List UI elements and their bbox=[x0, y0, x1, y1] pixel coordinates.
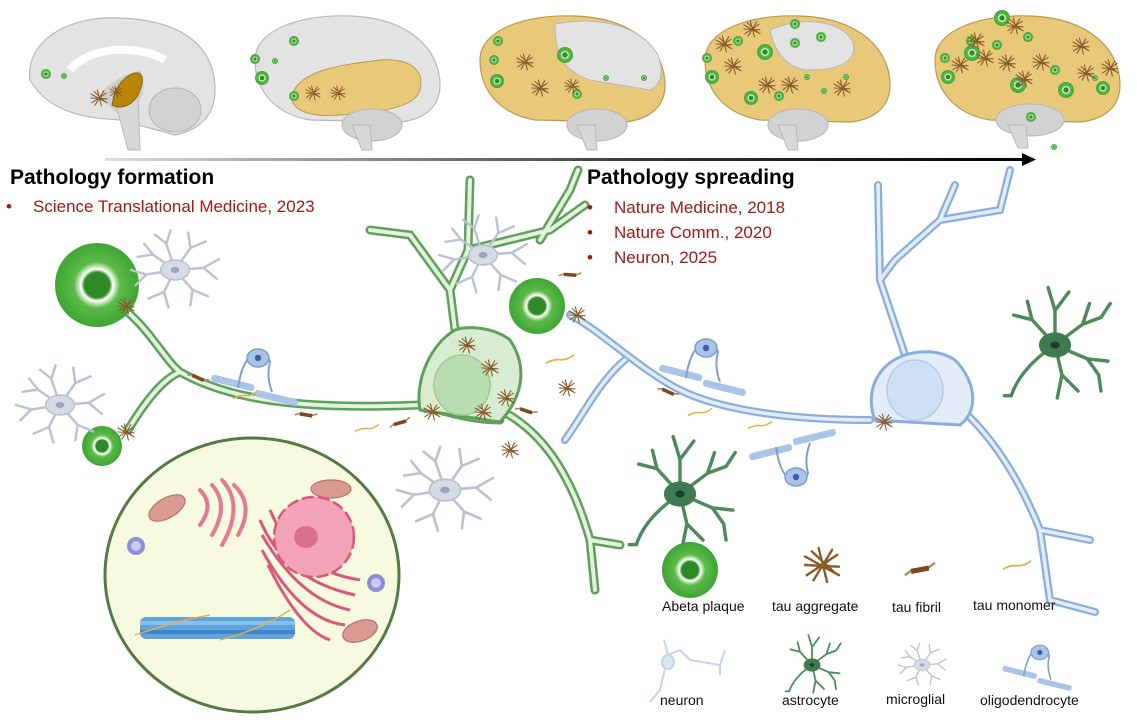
astrocyte-2 bbox=[627, 434, 737, 549]
brain-stage-2 bbox=[250, 15, 441, 151]
ref-text: Neuron, 2025 bbox=[614, 248, 718, 267]
microglia-4 bbox=[395, 445, 495, 533]
bullet: • bbox=[6, 197, 12, 216]
blue-neuron bbox=[561, 166, 1099, 616]
legend-label-neuron: neuron bbox=[660, 692, 704, 708]
golgi-apparatus bbox=[198, 478, 248, 547]
legend-label-tau-fibril: tau fibril bbox=[892, 599, 942, 615]
astrocyte-1 bbox=[1002, 285, 1112, 400]
formation-heading: Pathology formation bbox=[10, 166, 215, 189]
abeta-plaque-2 bbox=[82, 426, 122, 466]
bullet: • bbox=[587, 248, 593, 267]
brain-stage-1 bbox=[29, 17, 216, 151]
mitochondria bbox=[148, 479, 378, 643]
brain-stage-5 bbox=[934, 10, 1121, 150]
bullet: • bbox=[587, 223, 593, 242]
abeta-plaque-3 bbox=[509, 278, 565, 334]
legend-label-oligodendrocyte: oligodendrocyte bbox=[980, 692, 1079, 708]
spreading-ref-2: • Nature Comm., 2020 bbox=[587, 223, 772, 243]
formation-ref-1: • Science Translational Medicine, 2023 bbox=[6, 197, 315, 217]
microtubule bbox=[134, 609, 295, 641]
legend-label-tau-monomer: tau monomer bbox=[973, 597, 1056, 613]
ref-text: Nature Comm., 2020 bbox=[614, 223, 772, 242]
legend-label-astrocyte: astrocyte bbox=[782, 692, 839, 708]
brain-stage-4 bbox=[702, 15, 891, 151]
legend-neuron-glyph bbox=[649, 639, 726, 703]
abeta-plaque-1 bbox=[55, 243, 139, 327]
spreading-ref-3: • Neuron, 2025 bbox=[587, 248, 717, 268]
brain-stage-3 bbox=[479, 15, 666, 151]
vesicles bbox=[127, 537, 385, 592]
ref-text: Science Translational Medicine, 2023 bbox=[33, 197, 315, 216]
cell-inset bbox=[103, 436, 401, 714]
microglia-1 bbox=[129, 229, 221, 309]
oligodendrocyte-3 bbox=[747, 427, 838, 487]
legend-icons bbox=[649, 542, 1074, 703]
legend-label-microglial: microglial bbox=[886, 691, 946, 707]
legend-label-abeta-plaque: Abeta plaque bbox=[662, 598, 745, 614]
green-neuron bbox=[120, 165, 625, 595]
legend-label-tau-aggregate: tau aggregate bbox=[772, 598, 859, 614]
bullet: • bbox=[587, 198, 593, 217]
spreading-heading: Pathology spreading bbox=[587, 166, 795, 189]
nucleus bbox=[272, 495, 356, 579]
microglia-2 bbox=[14, 364, 106, 444]
progression-arrow bbox=[105, 153, 1036, 166]
ref-text: Nature Medicine, 2018 bbox=[614, 198, 786, 217]
spreading-ref-1: • Nature Medicine, 2018 bbox=[587, 198, 785, 218]
